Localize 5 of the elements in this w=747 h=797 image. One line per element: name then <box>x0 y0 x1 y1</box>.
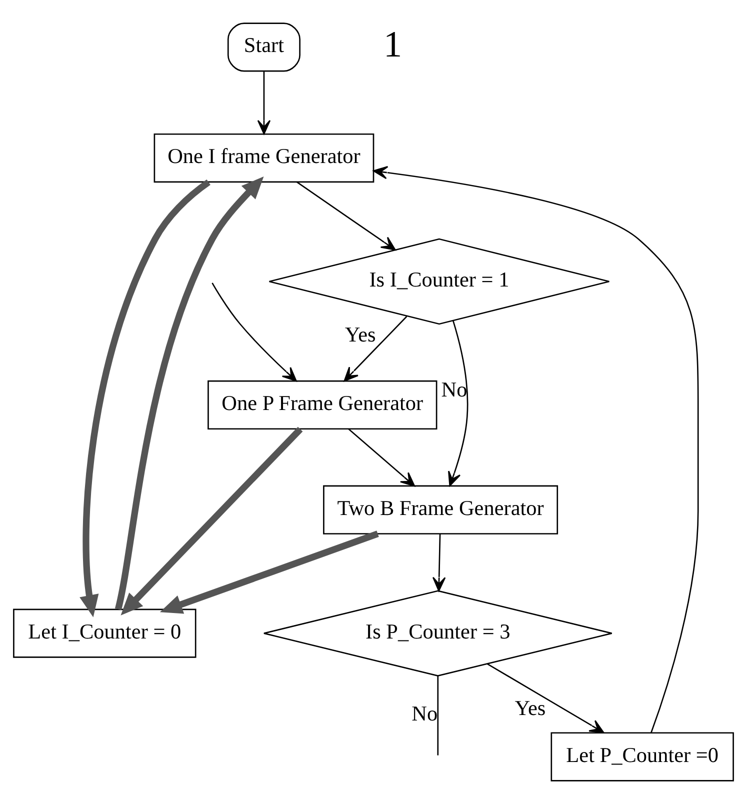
edge-label: No <box>412 700 438 725</box>
edge-label: No <box>441 376 468 401</box>
label: 1 <box>383 24 402 65</box>
edge-label: Yes <box>514 696 546 720</box>
edge-label: Yes <box>344 322 376 346</box>
